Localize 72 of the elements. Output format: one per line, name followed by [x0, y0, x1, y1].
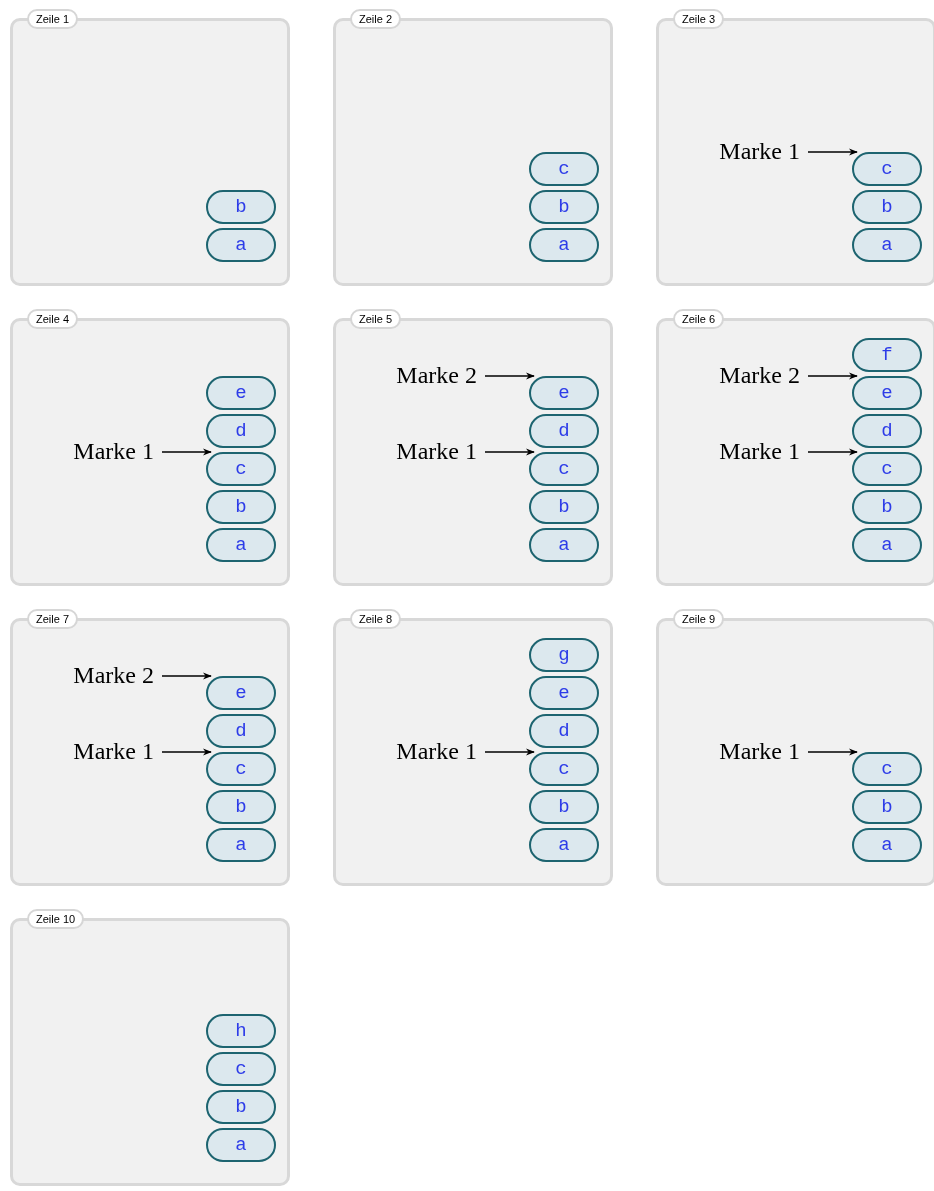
tab-label: Zeile 9	[673, 609, 725, 629]
stack-item: e	[529, 376, 599, 410]
stack-item: a	[852, 828, 922, 862]
stack-item: d	[206, 414, 276, 448]
tab-label: Zeile 5	[350, 309, 402, 329]
stack-item: c	[529, 452, 599, 486]
tab-label: Zeile 10	[27, 909, 85, 929]
stack-item: c	[852, 752, 922, 786]
arrow	[484, 748, 535, 756]
arrow	[484, 372, 535, 380]
stack-item: c	[529, 152, 599, 186]
stack-item: e	[529, 676, 599, 710]
arrow	[161, 748, 212, 756]
stack-item: g	[529, 638, 599, 672]
tab-label: Zeile 7	[27, 609, 79, 629]
stack-item: e	[852, 376, 922, 410]
stack-item: b	[206, 1090, 276, 1124]
marker-label: Marke 2	[396, 361, 477, 389]
stack-item: c	[529, 752, 599, 786]
stack-item: b	[529, 790, 599, 824]
stack-item: d	[529, 714, 599, 748]
stack-item: b	[852, 490, 922, 524]
tab-label: Zeile 2	[350, 9, 402, 29]
stack-item: a	[206, 828, 276, 862]
tab-label: Zeile 1	[27, 9, 79, 29]
stack-item: b	[206, 190, 276, 224]
marker-label: Marke 1	[719, 437, 800, 465]
stack-item: a	[206, 528, 276, 562]
stack-item: c	[852, 152, 922, 186]
tab-label: Zeile 4	[27, 309, 79, 329]
stack-item: a	[206, 228, 276, 262]
marker-label: Marke 1	[396, 437, 477, 465]
stack-item: a	[529, 228, 599, 262]
arrow	[807, 148, 858, 156]
stack-item: c	[206, 452, 276, 486]
stack-item: a	[206, 1128, 276, 1162]
stack-item: b	[852, 790, 922, 824]
tab-label: Zeile 6	[673, 309, 725, 329]
stack-item: b	[529, 490, 599, 524]
stack-item: e	[206, 676, 276, 710]
marker-label: Marke 2	[73, 661, 154, 689]
arrow	[807, 372, 858, 380]
stack-item: c	[852, 452, 922, 486]
marker-label: Marke 1	[73, 437, 154, 465]
arrow	[807, 748, 858, 756]
marker-label: Marke 2	[719, 361, 800, 389]
stack-item: e	[206, 376, 276, 410]
stack-item: b	[206, 490, 276, 524]
marker-label: Marke 1	[719, 137, 800, 165]
stack-item: c	[206, 752, 276, 786]
stack-item: a	[852, 528, 922, 562]
arrow	[161, 448, 212, 456]
marker-label: Marke 1	[719, 737, 800, 765]
stack-item: a	[529, 828, 599, 862]
arrow	[161, 672, 212, 680]
stack-item: a	[529, 528, 599, 562]
stack-item: d	[529, 414, 599, 448]
stack-item: c	[206, 1052, 276, 1086]
stack-item: b	[852, 190, 922, 224]
stack-item: d	[206, 714, 276, 748]
marker-label: Marke 1	[73, 737, 154, 765]
arrow	[807, 448, 858, 456]
stack-item: f	[852, 338, 922, 372]
arrow	[484, 448, 535, 456]
stack-item: h	[206, 1014, 276, 1048]
tab-label: Zeile 3	[673, 9, 725, 29]
stack-item: b	[529, 190, 599, 224]
stack-item: b	[206, 790, 276, 824]
stack-item: a	[852, 228, 922, 262]
tab-label: Zeile 8	[350, 609, 402, 629]
stack-item: d	[852, 414, 922, 448]
marker-label: Marke 1	[396, 737, 477, 765]
